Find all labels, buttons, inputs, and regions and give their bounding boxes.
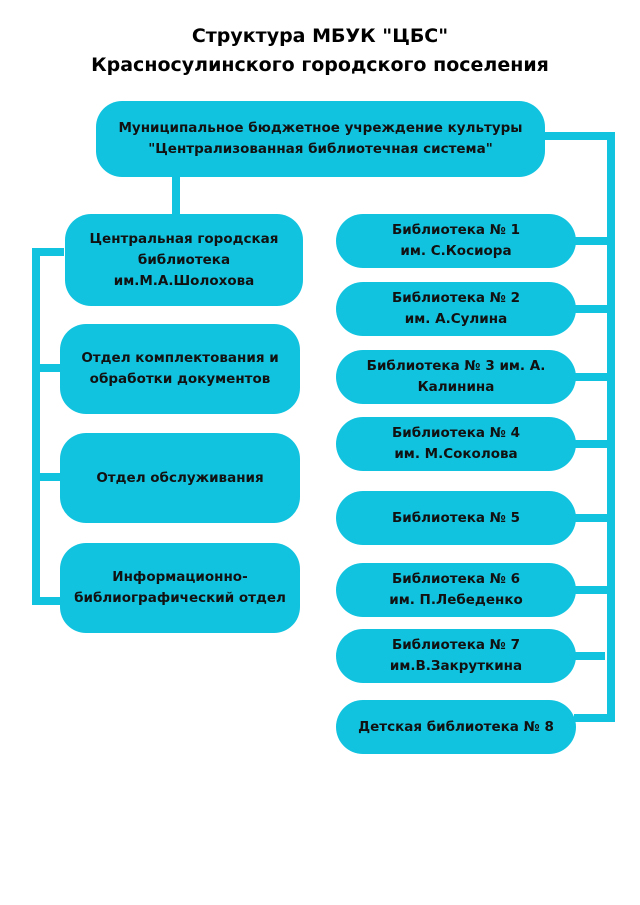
connector-right-branch <box>574 373 611 381</box>
connector-right-trunk <box>607 132 615 722</box>
library-4-node: Библиотека № 4 им. М.Соколова <box>336 417 576 471</box>
library-7-node: Библиотека № 7 им.В.Закруткина <box>336 629 576 683</box>
connector-right-branch <box>574 714 611 722</box>
connector-right-branch <box>574 586 611 594</box>
connector-left-branch <box>32 597 64 605</box>
library-6-node: Библиотека № 6 им. П.Лебеденко <box>336 563 576 617</box>
connector-left-branch <box>32 473 64 481</box>
info-bibliographic-department-node: Информационно- библиографический отдел <box>60 543 300 633</box>
acquisition-department-node: Отдел комплектования и обработки докумен… <box>60 324 300 414</box>
children-library-8-node: Детская библиотека № 8 <box>336 700 576 754</box>
library-2-node: Библиотека № 2 им. А.Сулина <box>336 282 576 336</box>
diagram-title: Структура МБУК "ЦБС" Красносулинского го… <box>91 25 549 76</box>
library-3-node: Библиотека № 3 им. А. Калинина <box>336 350 576 404</box>
service-department-node: Отдел обслуживания <box>60 433 300 523</box>
library-1-node: Библиотека № 1 им. С.Косиора <box>336 214 576 268</box>
connector-right-branch <box>574 440 611 448</box>
connector-left-branch <box>32 364 64 372</box>
root-node-mbuk: Муниципальное бюджетное учреждение культ… <box>96 101 545 177</box>
connector-left-branch <box>32 248 64 256</box>
connector-root-to-central <box>172 175 180 217</box>
library-5-node: Библиотека № 5 <box>336 491 576 545</box>
connector-right-branch <box>574 652 605 660</box>
connector-right-branch <box>574 514 611 522</box>
connector-left-trunk <box>32 252 40 604</box>
connector-right-branch <box>574 237 611 245</box>
connector-right-branch <box>574 305 611 313</box>
connector-root-right <box>543 132 615 140</box>
central-library-node: Центральная городская библиотека им.М.А.… <box>65 214 303 306</box>
